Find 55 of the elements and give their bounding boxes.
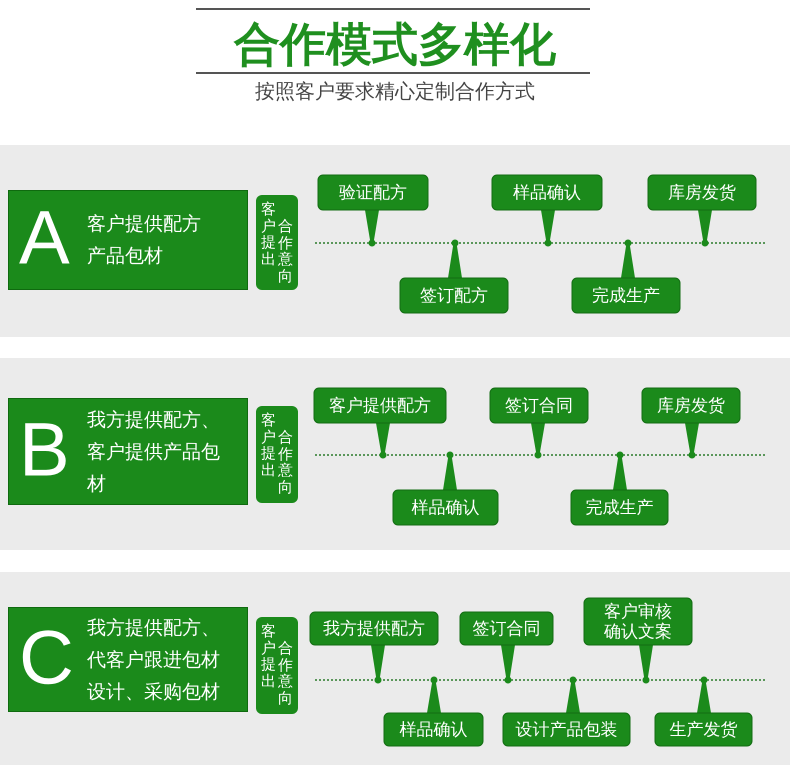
step-text: 客户审核确认文案	[604, 602, 672, 642]
option-description: 我方提供配方、客户提供产品包材	[87, 408, 221, 496]
step-text: 我方提供配方	[322, 618, 426, 638]
callout-bubble	[503, 676, 630, 746]
step-text: 设计产品包装	[514, 720, 618, 740]
callout-bubble	[310, 612, 438, 684]
callout-bubble	[384, 676, 483, 746]
step-text: 完成生产	[584, 498, 654, 518]
section-band	[0, 145, 790, 337]
option-description: 我方提供配方、代客户跟进包材设计、采购包材	[87, 616, 221, 704]
callout-bubble	[648, 175, 756, 247]
step-text: 样品确认	[512, 182, 582, 202]
title: 合作模式多样化	[232, 16, 557, 72]
intent-box	[256, 617, 298, 714]
step-text: 完成生产	[591, 286, 661, 306]
step-text: 库房发货	[656, 396, 726, 416]
callout-bubble	[460, 612, 553, 684]
step-text: 签订配方	[419, 286, 489, 306]
option-card	[8, 607, 248, 712]
vertical-text: 客户提出	[261, 201, 276, 267]
section-band	[0, 572, 790, 765]
option-description: 客户提供配方产品包材	[87, 212, 202, 269]
step-text: 签订合同	[504, 396, 574, 416]
callout-bubble	[490, 388, 588, 459]
callout-bubble	[318, 175, 428, 247]
step-text: 签订合同	[472, 618, 542, 638]
intent-box	[256, 195, 298, 290]
option-card	[8, 190, 248, 290]
option-letter: C	[19, 620, 74, 696]
callout-bubble	[572, 239, 680, 313]
step-text: 验证配方	[338, 182, 408, 202]
callout-bubble	[400, 239, 508, 313]
option-card	[8, 398, 248, 505]
callout-bubble	[642, 388, 740, 459]
option-letter: A	[19, 200, 70, 276]
callout-bubble	[655, 676, 752, 746]
callout-bubble	[393, 451, 498, 525]
section-band	[0, 358, 790, 550]
vertical-text: 合作意向	[278, 429, 293, 495]
callout-bubble	[314, 388, 446, 459]
callout-bubble	[584, 598, 692, 684]
step-text: 样品确认	[398, 720, 468, 740]
vertical-text: 合作意向	[278, 640, 293, 706]
callout-bubble	[571, 451, 668, 525]
step-text: 样品确认	[410, 498, 480, 518]
step-text: 生产发货	[668, 720, 738, 740]
vertical-text: 客户提出	[261, 412, 276, 478]
callout-bubble	[492, 175, 602, 247]
step-text: 库房发货	[667, 182, 737, 202]
vertical-text: 合作意向	[278, 218, 293, 284]
option-letter: B	[19, 412, 70, 488]
subtitle: 按照客户要求精心定制合作方式	[254, 78, 536, 104]
intent-box	[256, 406, 298, 503]
step-text: 客户提供配方	[328, 396, 432, 416]
vertical-text: 客户提出	[261, 623, 276, 689]
